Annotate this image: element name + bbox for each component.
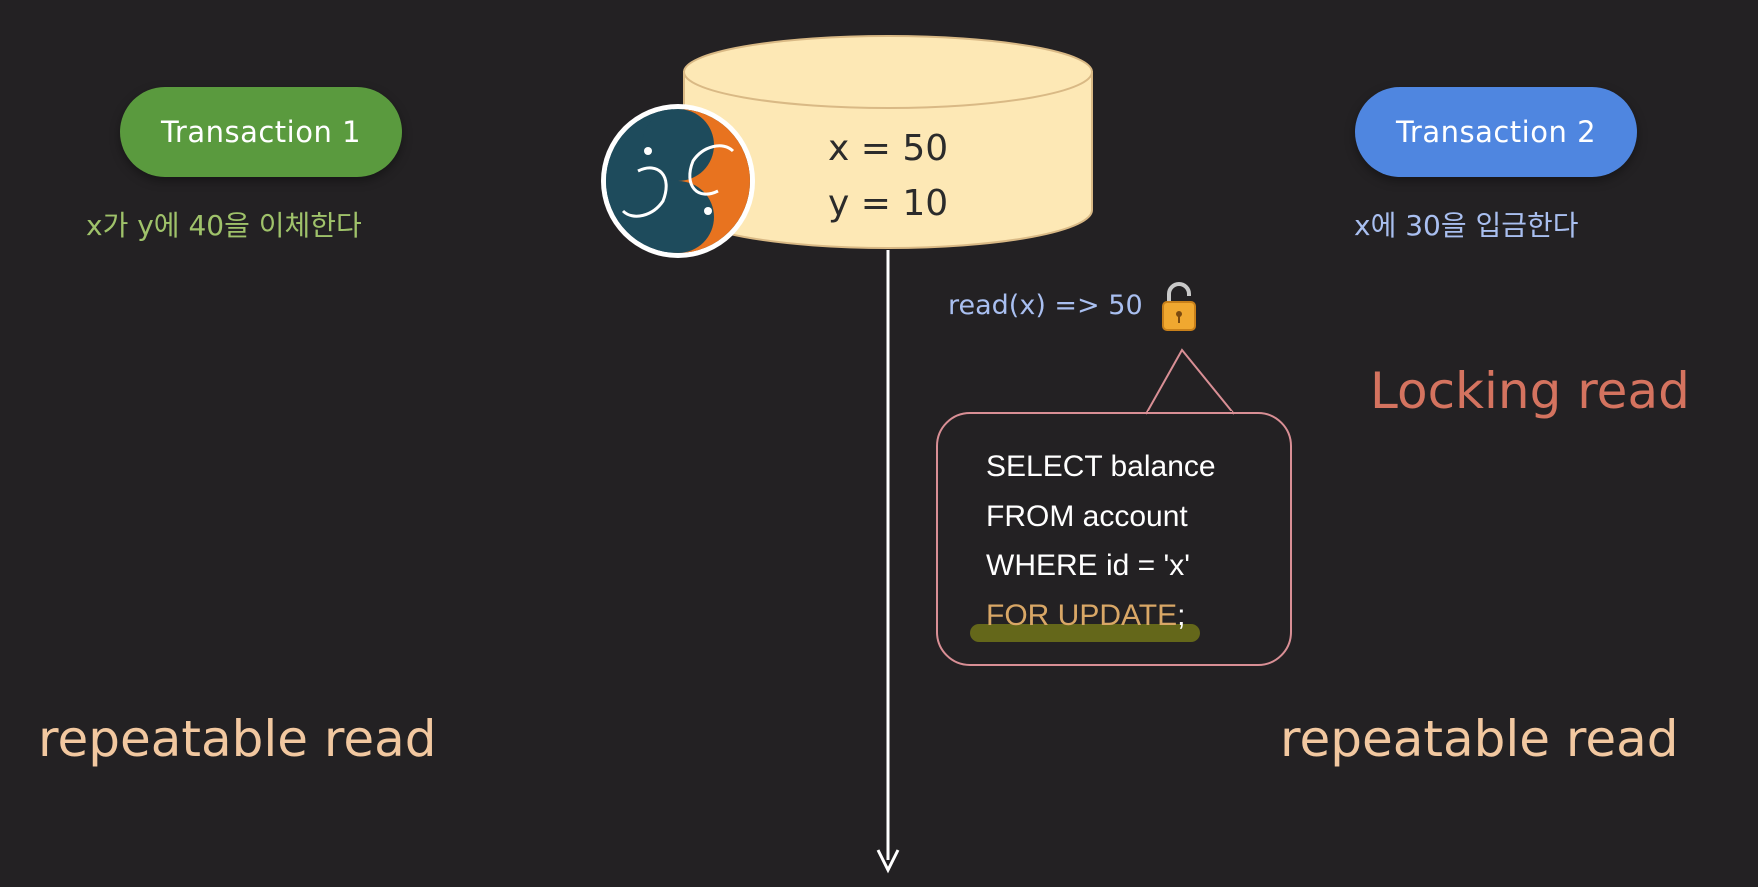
transaction-1-pill: Transaction 1 bbox=[120, 87, 402, 177]
lock-icon bbox=[1162, 282, 1196, 331]
transaction-1-caption: x가 y에 40을 이체한다 bbox=[86, 209, 362, 242]
sql-line-select: SELECT balance bbox=[986, 450, 1216, 483]
transaction-2-label: Transaction 2 bbox=[1395, 115, 1597, 149]
database-y-value: y = 10 bbox=[828, 183, 949, 224]
mysql-dolphin-logo-icon bbox=[601, 104, 755, 258]
callout-tail bbox=[1145, 348, 1235, 415]
sql-line-where: WHERE id = 'x' bbox=[986, 549, 1190, 582]
sql-for-update-keyword: FOR UPDATE bbox=[986, 599, 1178, 632]
transaction-2-isolation-level: repeatable read bbox=[1280, 710, 1679, 768]
database-x-value: x = 50 bbox=[828, 128, 949, 169]
read-operation: read(x) => 50 bbox=[948, 290, 1143, 321]
sql-semicolon: ; bbox=[1177, 599, 1186, 632]
timeline-arrow bbox=[876, 250, 900, 874]
transaction-2-pill: Transaction 2 bbox=[1355, 87, 1637, 177]
sql-callout-box bbox=[936, 412, 1292, 666]
database-cylinder bbox=[683, 35, 1093, 249]
locking-read-label: Locking read bbox=[1370, 362, 1690, 420]
transaction-1-label: Transaction 1 bbox=[160, 115, 362, 149]
sql-line-from: FROM account bbox=[986, 500, 1188, 533]
transaction-1-isolation-level: repeatable read bbox=[38, 710, 437, 768]
sql-line-for-update: FOR UPDATE; bbox=[986, 599, 1185, 633]
transaction-2-caption: x에 30을 입금한다 bbox=[1354, 209, 1579, 242]
for-update-highlight bbox=[970, 624, 1200, 642]
read-operation-text: read(x) => 50 bbox=[948, 290, 1143, 321]
